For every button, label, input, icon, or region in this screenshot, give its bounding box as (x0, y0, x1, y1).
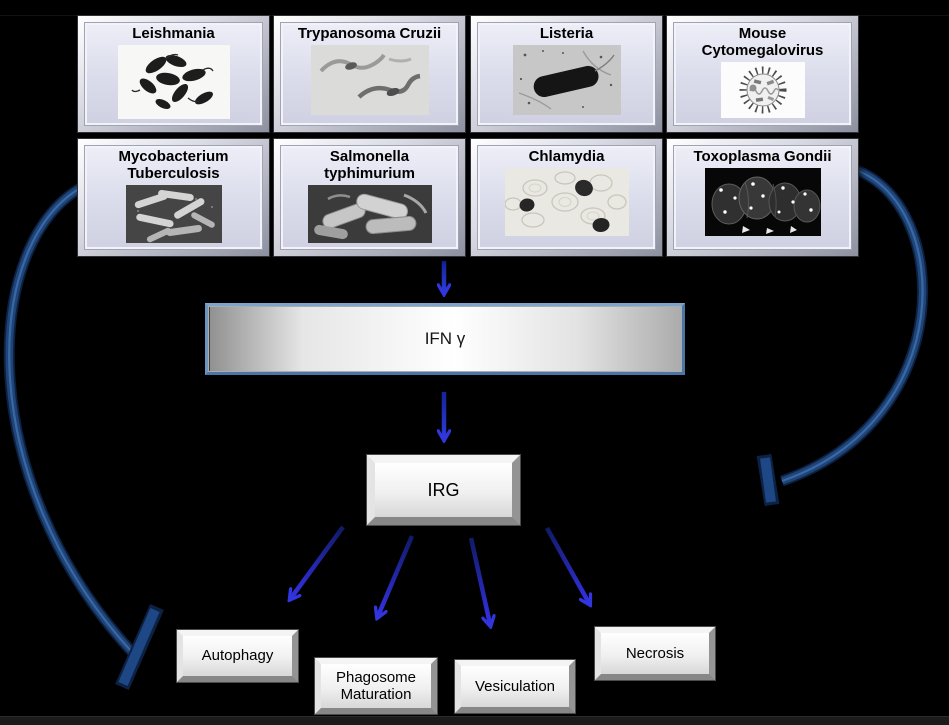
pathogen-label: Leishmania (132, 25, 215, 42)
pathogen-label: Mouse Cytomegalovirus (701, 25, 824, 59)
chlamydia-micrograph-image (504, 167, 629, 236)
pathogen-card-chlamydia: Chlamydia (470, 138, 663, 257)
ifn-gamma-label: IFN γ (424, 329, 466, 348)
outcome-label: Vesiculation (474, 677, 556, 695)
pathogen-card-salmonella: Salmonella typhimurium (273, 138, 466, 257)
outcome-box-autophagy: Autophagy (176, 629, 299, 683)
pathogen-label: Toxoplasma Gondii (693, 148, 832, 165)
pathogen-label: Salmonella typhimurium (324, 148, 415, 182)
outcome-box-vesiculation: Vesiculation (454, 659, 576, 714)
pathogen-card-trypanosoma: Trypanosoma Cruzii (273, 15, 466, 133)
outcome-box-necrosis: Necrosis (594, 626, 716, 681)
pathogen-label: Trypanosoma Cruzii (297, 25, 442, 42)
pathogen-card-toxoplasma: Toxoplasma Gondii (666, 138, 859, 257)
bottom-strip (0, 716, 949, 725)
pathogen-label: Listeria (539, 25, 594, 42)
pathogen-label: Mycobacterium Tuberculosis (118, 148, 229, 182)
pathogen-label: Chlamydia (528, 148, 605, 165)
listeria-micrograph-image (512, 44, 621, 115)
pathogen-card-cytomegalovirus: Mouse Cytomegalovirus (666, 15, 859, 133)
mycobacterium-tuberculosis-image (125, 184, 222, 243)
pathogen-card-listeria: Listeria (470, 15, 663, 133)
irg-label: IRG (427, 479, 460, 500)
mouse-cytomegalovirus-image (720, 61, 805, 118)
toxoplasma-gondii-image (704, 167, 821, 236)
outcome-label: Necrosis (625, 644, 685, 662)
outcome-label: Autophagy (201, 647, 274, 665)
arrow-irg-to-autophagy (291, 525, 345, 598)
outcome-box-phagosome-maturation: Phagosome Maturation (314, 657, 438, 715)
arrow-irg-to-phagosome-maturation (378, 535, 415, 616)
pathogen-card-mycobacterium: Mycobacterium Tuberculosis (77, 138, 270, 257)
salmonella-typhimurium-image (307, 184, 432, 243)
irg-box: IRG (366, 454, 521, 526)
arrow-irg-to-vesiculation (468, 537, 490, 624)
inhibition-arc-left (3, 181, 164, 691)
inhibition-arc-right (756, 164, 929, 507)
arrow-irg-to-necrosis (545, 526, 589, 603)
ifn-gamma-box: IFN γ (205, 303, 685, 375)
trypanosoma-micrograph-image (310, 44, 429, 115)
pathogen-card-leishmania: Leishmania (77, 15, 270, 133)
leishmania-micrograph-image (117, 44, 230, 119)
outcome-label: Phagosome Maturation (335, 668, 417, 703)
